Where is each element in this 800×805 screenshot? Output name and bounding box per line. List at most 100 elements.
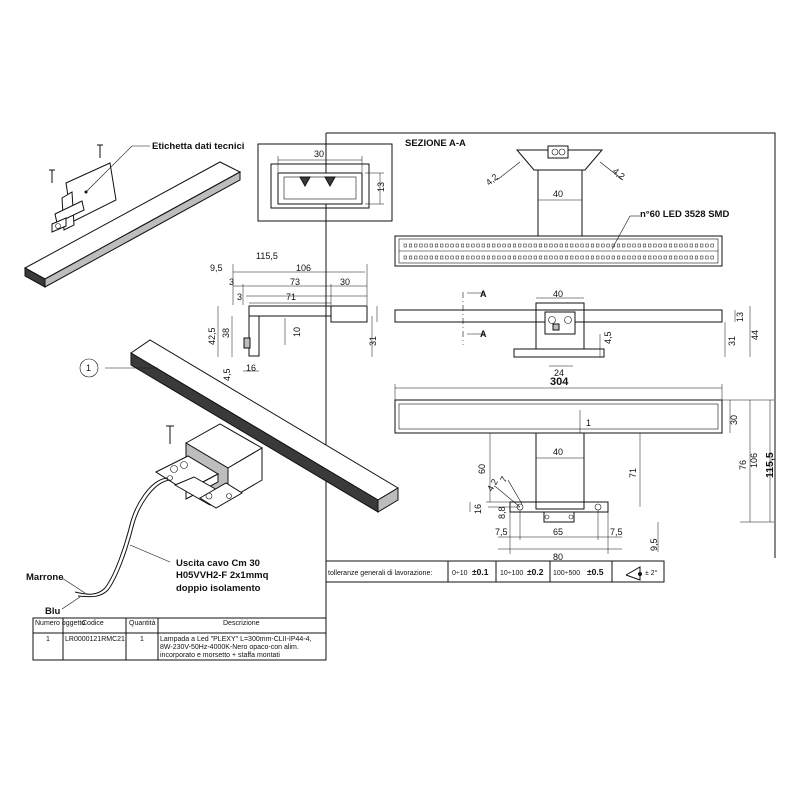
led-chip xyxy=(528,255,532,260)
led-chip xyxy=(518,255,522,260)
dim-16: 16 xyxy=(246,363,256,373)
tolerance-value-3: ±0.5 xyxy=(587,567,604,577)
led-chip xyxy=(663,255,667,260)
led-chip xyxy=(476,243,480,248)
led-chip xyxy=(554,255,558,260)
tolerance-table xyxy=(325,560,665,583)
dim-38: 38 xyxy=(221,328,231,338)
label-led: n°60 LED 3528 SMD xyxy=(640,209,729,220)
led-chip xyxy=(642,243,647,248)
tolerance-range-1: 0÷10 xyxy=(452,570,468,577)
led-chip xyxy=(648,243,652,248)
led-chip xyxy=(590,255,595,260)
bom-cell-desc3: incorporato e morsetto + staffa montati xyxy=(160,652,280,659)
led-chip xyxy=(663,243,667,248)
dim-main-60: 60 xyxy=(477,464,487,474)
led-chip xyxy=(497,255,501,260)
bom-table xyxy=(32,617,327,661)
bom-header-numero: Numero oggetto xyxy=(35,620,85,627)
isometric-view-top xyxy=(23,144,242,288)
side-view xyxy=(217,264,378,372)
led-chip xyxy=(700,243,704,248)
dim-main-7: 7 xyxy=(498,475,509,484)
led-chip xyxy=(658,243,662,248)
led-chip xyxy=(564,255,569,260)
led-strip-view xyxy=(394,235,723,267)
led-chip xyxy=(492,243,496,248)
dim-hole-right: 4,2 xyxy=(611,166,627,182)
dim-42-5: 42,5 xyxy=(207,327,217,345)
bom-cell-desc2: 8W-230V-50Hz-4000K-Nero opaco-con alim. xyxy=(160,644,299,651)
led-chip xyxy=(450,255,454,260)
led-chip xyxy=(481,255,485,260)
label-marrone: Marrone xyxy=(26,572,63,583)
main-front-view xyxy=(394,384,774,554)
label-sezione: SEZIONE A-A xyxy=(405,138,466,149)
led-chip xyxy=(471,255,475,260)
led-chip xyxy=(684,255,688,260)
dim-main-106: 106 xyxy=(749,453,759,468)
led-chip xyxy=(502,255,506,260)
dim-main-1: 1 xyxy=(586,418,591,428)
tolerance-label: tolleranze generali di lavorazione: xyxy=(328,570,432,577)
dim-main-30: 30 xyxy=(729,415,739,425)
label-cable-line3: doppio isolamento xyxy=(176,583,261,594)
led-chip xyxy=(424,243,428,248)
led-chip xyxy=(533,243,537,248)
led-chip xyxy=(440,243,444,248)
led-chip xyxy=(668,255,673,260)
led-chip xyxy=(460,243,465,248)
led-chip xyxy=(455,255,459,260)
dim-front-31: 31 xyxy=(727,336,737,346)
dim-3: 3 xyxy=(229,277,234,287)
dim-main-76: 76 xyxy=(738,460,748,470)
dim-section-width: 30 xyxy=(314,149,324,159)
label-etichetta: Etichetta dati tecnici xyxy=(152,141,244,152)
led-chip xyxy=(445,255,449,260)
led-chip xyxy=(679,255,683,260)
dim-main-7-5-right: 7,5 xyxy=(610,527,623,537)
led-chip xyxy=(622,255,626,260)
led-chip xyxy=(622,243,626,248)
led-chip xyxy=(538,255,543,260)
led-chip xyxy=(434,255,439,260)
led-chip xyxy=(627,255,631,260)
bom-cell-desc1: Lampada a Led "PLEXY" L=300mm-CLII-IP44-… xyxy=(160,636,312,643)
dim-main-9-5: 9,5 xyxy=(649,538,659,551)
dim-main-8-8: 8,8 xyxy=(497,506,507,519)
led-chip xyxy=(403,243,407,248)
dim-71: 71 xyxy=(286,292,296,302)
led-chip xyxy=(585,255,589,260)
label-cable-line2: H05VVH2-F 2x1mmq xyxy=(176,570,269,581)
led-chip xyxy=(549,255,553,260)
led-chip xyxy=(710,243,714,248)
label-cable-line1: Uscita cavo Cm 30 xyxy=(176,558,260,569)
isometric-view-main xyxy=(61,339,399,610)
led-chip xyxy=(606,255,610,260)
dim-bracket-top-width: 40 xyxy=(553,189,563,199)
led-chip xyxy=(492,255,496,260)
tolerance-value-1: ±0.1 xyxy=(472,567,489,577)
led-chip xyxy=(559,243,563,248)
led-chip xyxy=(684,243,688,248)
led-chip xyxy=(554,243,558,248)
led-chip xyxy=(674,255,678,260)
led-chip xyxy=(466,243,470,248)
led-chip xyxy=(689,243,693,248)
led-chip xyxy=(642,255,647,260)
led-chip xyxy=(596,255,600,260)
dim-front-13: 13 xyxy=(735,312,745,322)
led-chip xyxy=(419,255,423,260)
led-chip xyxy=(408,243,413,248)
led-chip xyxy=(632,243,636,248)
led-chip xyxy=(460,255,465,260)
led-chip xyxy=(518,243,522,248)
dim-main-16: 16 xyxy=(473,504,483,514)
led-chip xyxy=(497,243,501,248)
led-chip xyxy=(403,255,407,260)
led-chip xyxy=(705,243,709,248)
section-a-a xyxy=(257,143,393,222)
bom-header-codice: Codice xyxy=(82,620,104,627)
